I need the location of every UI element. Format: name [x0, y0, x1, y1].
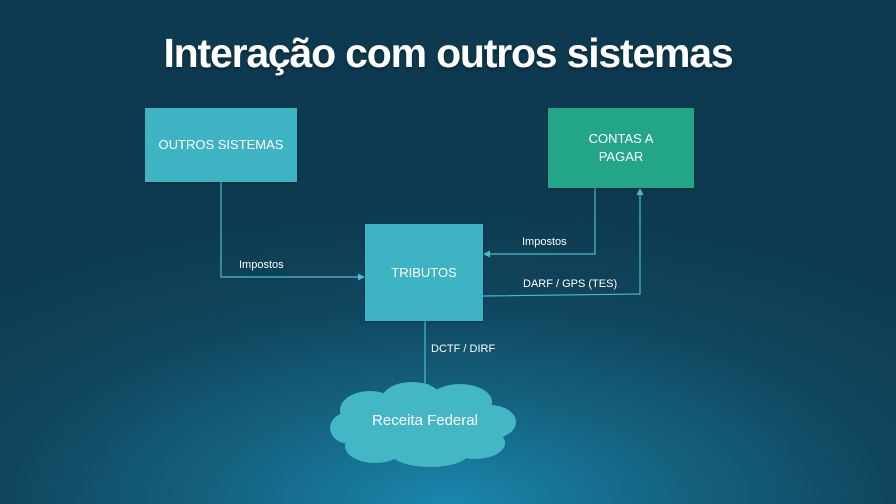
edge-label-contas-impostos: Impostos	[522, 236, 567, 248]
edge-label-darf-gps: DARF / GPS (TES)	[523, 278, 618, 290]
outros-sistemas-box: OUTROS SISTEMAS	[145, 108, 297, 182]
arrow-outros-to-tributos	[220, 182, 365, 281]
receita-federal-label: Receita Federal	[372, 412, 478, 429]
contas-a-pagar-box: CONTAS A PAGAR	[548, 108, 694, 188]
edge-label-dctf-dirf: DCTF / DIRF	[431, 343, 496, 355]
tributos-box: TRIBUTOS	[365, 224, 483, 321]
edge-label-outros-impostos: Impostos	[239, 259, 284, 271]
tributos-label: TRIBUTOS	[391, 264, 457, 280]
arrow-contas-to-tributos	[483, 188, 596, 258]
outros-sistemas-label: OUTROS SISTEMAS	[158, 137, 284, 153]
contas-a-pagar-label: CONTAS A PAGAR	[588, 131, 654, 164]
slide-title: Interação com outros sistemas	[163, 30, 733, 76]
arrow-tributos-to-contas	[482, 188, 644, 297]
receita-federal-cloud	[330, 382, 516, 467]
